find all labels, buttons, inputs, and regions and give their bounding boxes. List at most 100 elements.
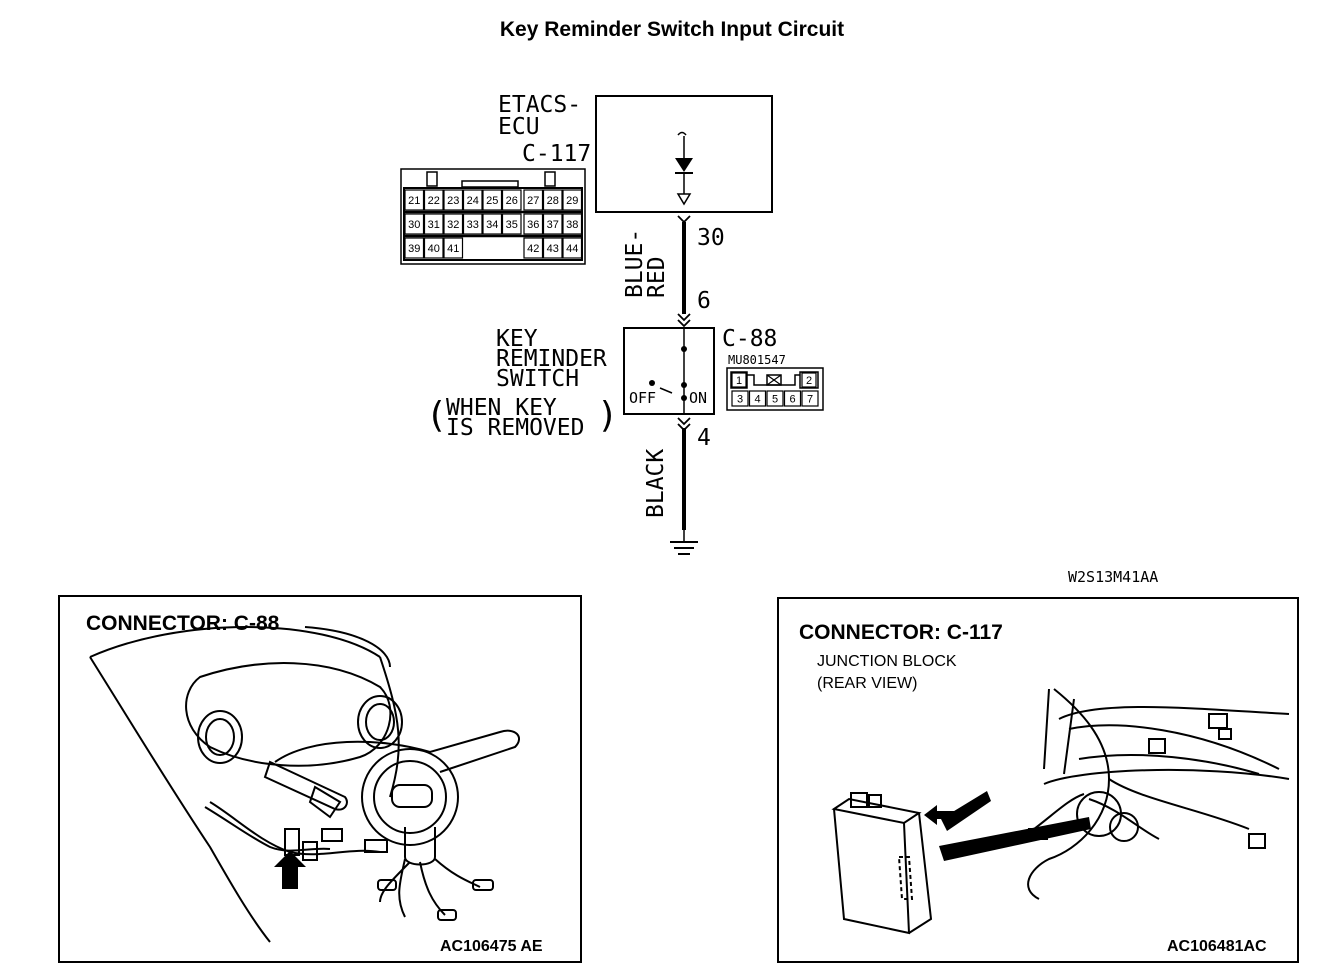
switch-pin-1-cell [731,372,747,388]
switch-on-label: ON [689,389,708,407]
ecu-pin-27: 27 [527,195,539,207]
ecu-pin-40-cell [423,237,444,259]
ecu-pin-35: 35 [506,219,518,231]
ecu-pin-21-cell [404,189,425,211]
ecu-pin-40: 40 [428,243,440,255]
c117-panel-title: CONNECTOR: C-117 [799,621,1003,644]
connector-c88-panel: CONNECTOR: C-88 AC106475 AE [58,595,582,963]
switch-pin-2-cell [801,372,817,388]
junction-block-illustration [831,688,1290,935]
ecu-pin-23: 23 [447,195,459,207]
condition-right-paren: ) [600,395,615,436]
ecu-name-line1: ETACS- [498,92,582,118]
junction-block-icon [831,792,933,935]
ecu-pin-37: 37 [547,219,559,231]
ecu-pin-30: 30 [408,219,420,231]
switch-pin-3-cell [731,390,749,407]
switch-pin-4-cell [748,390,767,407]
ecu-pin-44: 44 [566,243,578,255]
condition-left-paren: ( [430,395,445,436]
ecu-pin-32-cell [443,213,464,235]
switch-pin-7-cell [801,390,819,407]
switch-name-line3: SWITCH [496,366,580,392]
ecu-pin-29-cell [562,189,583,211]
switch-pin-1: 1 [736,375,742,387]
switch-part-number: MU801547 [728,353,786,367]
switch-name-line2: REMINDER [496,346,607,372]
wire-pin-ecu: 30 [697,225,725,251]
wire-pin-switch-bottom: 4 [697,425,711,451]
ecu-pin-23-cell [443,189,464,211]
switch-condition-line2: IS REMOVED [446,415,585,441]
ecu-pin-30-cell [404,213,425,235]
ecu-pin-34: 34 [486,219,498,231]
switch-name-line1: KEY [496,326,538,352]
ecu-pin-26-cell [501,189,522,211]
diagram-code: W2S13M41AA [1068,568,1159,586]
ecu-pin-22-cell [423,189,444,211]
switch-pin-6: 6 [789,394,795,406]
ecu-pin-42: 42 [527,243,539,255]
wire-color-black: BLACK [643,448,669,518]
c88-arrow-icon [274,851,306,889]
ecu-pin-38-cell [562,213,583,235]
c117-panel-subtitle-line1: JUNCTION BLOCK [817,653,957,670]
wire-color-line2: RED [644,256,670,298]
connector-c117-panel: CONNECTOR: C-117 JUNCTION BLOCK (REAR VI… [777,597,1299,963]
ecu-pin-24-cell [462,189,483,211]
switch-pin-4: 4 [754,394,760,406]
ecu-pin-43: 43 [547,243,559,255]
c117-panel-subtitle-line2: (REAR VIEW) [817,675,918,692]
ecu-pin-35-cell [501,213,522,235]
steering-column-illustration [89,626,520,943]
wire-pin-switch-top: 6 [697,288,711,314]
ecu-pin-38: 38 [566,219,578,231]
ecu-pin-22: 22 [428,195,440,207]
switch-off-label: OFF [629,389,657,407]
switch-off-contact [649,380,655,386]
ecu-pin-39-cell [404,237,425,259]
ecu-connector-label: C-117 [522,141,592,167]
ecu-tilde-mark [677,131,687,136]
ecu-pin-24: 24 [467,195,479,207]
ecu-pin-42-cell [523,237,544,259]
ecu-pin-33-cell [462,213,483,235]
switch-condition-line1: WHEN KEY [446,395,557,421]
ecu-pin-26: 26 [506,195,518,207]
switch-pin-6-cell [783,390,802,407]
switch-pin-5-cell [766,390,784,407]
ecu-pin-41: 41 [447,243,459,255]
ecu-pin-31-cell [423,213,444,235]
switch-connector-label: C-88 [722,326,778,352]
ecu-pin-37-cell [542,213,563,235]
switch-pin-5: 5 [772,394,778,406]
ecu-pin-31: 31 [428,219,440,231]
ecu-input-triangle [676,193,692,206]
ecu-pin-34-cell [482,213,503,235]
ecu-pin-29: 29 [566,195,578,207]
switch-box [623,327,715,415]
c117-arrow-icon [924,805,961,825]
ecu-pin-41-cell [443,237,464,259]
ecu-pin-27-cell [523,189,544,211]
page-title: Key Reminder Switch Input Circuit [499,18,845,41]
junction-pointer-wedge [941,791,991,831]
switch-pin-2: 2 [806,375,812,387]
ecu-pin-33: 33 [467,219,479,231]
ecu-pin-25-cell [482,189,503,211]
ecu-pin-28: 28 [547,195,559,207]
junction-pointer-beam [939,817,1091,861]
switch-pin-7: 7 [807,394,813,406]
ecu-name-line2: ECU [498,114,540,140]
ecu-pin-36-cell [523,213,544,235]
ecu-diode-icon [675,158,693,172]
ecu-pin-28-cell [542,189,563,211]
ecu-pin-25: 25 [486,195,498,207]
ecu-pin-44-cell [562,237,583,259]
ecu-pin-39: 39 [408,243,420,255]
ecu-pin-21: 21 [408,195,420,207]
